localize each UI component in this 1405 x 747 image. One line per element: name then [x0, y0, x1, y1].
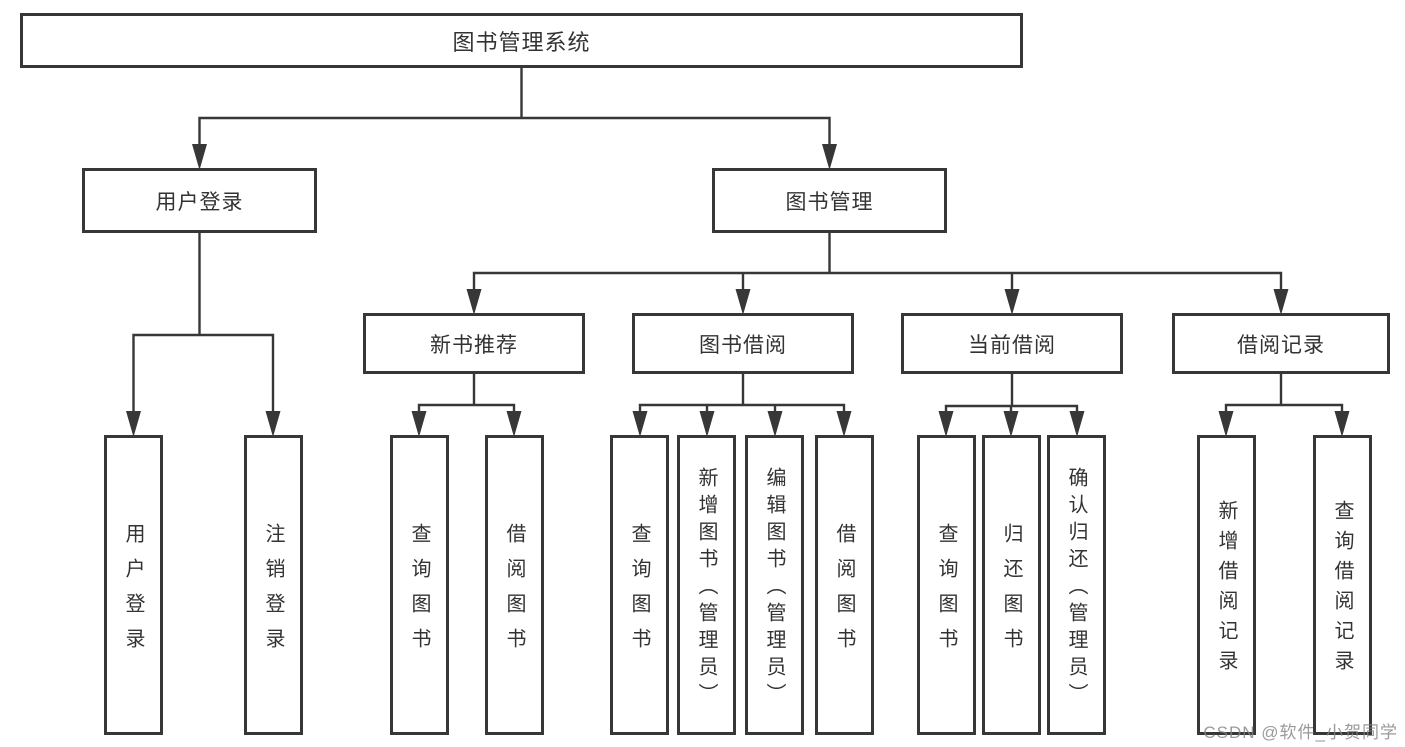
leaf-query-book-borrowing: 查询图书 [610, 435, 669, 735]
node-current-borrowing: 当前借阅 [901, 313, 1123, 374]
node-book-borrowing: 图书借阅 [632, 313, 854, 374]
leaf-query-book-current: 查询图书 [917, 435, 976, 735]
node-borrowing-records: 借阅记录 [1172, 313, 1390, 374]
node-root-system: 图书管理系统 [20, 13, 1023, 68]
leaf-user-login: 用户登录 [104, 435, 163, 735]
leaf-edit-book-admin: 编辑图书（管理员） [745, 435, 804, 735]
node-new-book-recommendation: 新书推荐 [363, 313, 585, 374]
leaf-add-borrow-record: 新增借阅记录 [1197, 435, 1256, 735]
leaf-logout: 注销登录 [244, 435, 303, 735]
leaf-borrow-book-borrowing: 借阅图书 [815, 435, 874, 735]
csdn-watermark: CSDN @软件_小贺同学 [1203, 723, 1398, 742]
leaf-query-book-newrec: 查询图书 [390, 435, 449, 735]
leaf-add-book-admin: 新增图书（管理员） [677, 435, 736, 735]
node-user-login: 用户登录 [82, 168, 317, 233]
leaf-confirm-return-admin: 确认归还（管理员） [1047, 435, 1106, 735]
leaf-borrow-book-newrec: 借阅图书 [485, 435, 544, 735]
leaf-return-book: 归还图书 [982, 435, 1041, 735]
leaf-query-borrow-record: 查询借阅记录 [1313, 435, 1372, 735]
node-book-management: 图书管理 [712, 168, 947, 233]
